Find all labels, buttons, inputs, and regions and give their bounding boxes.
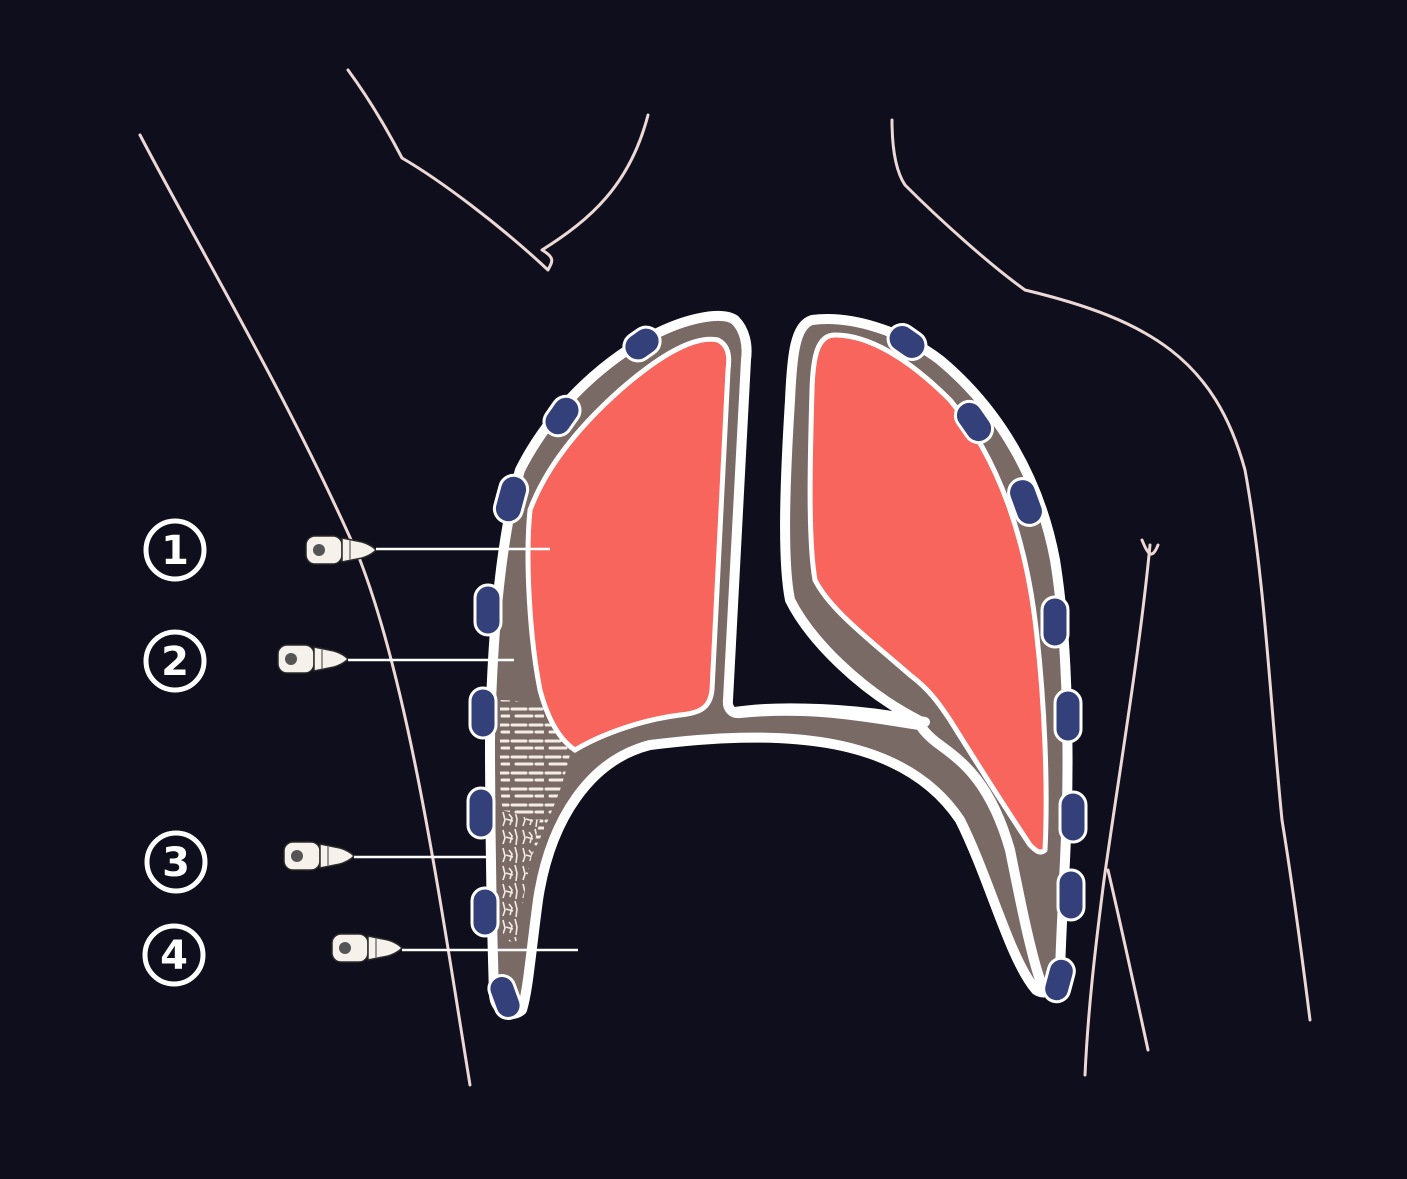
rib-cross-section — [468, 788, 494, 838]
marker-2: 2 — [146, 632, 204, 690]
ultrasound-probe-icon — [332, 934, 402, 962]
right-lung-region — [785, 319, 1067, 985]
rib-cross-section — [470, 688, 496, 738]
left-flank-outline — [140, 135, 470, 1085]
marker-3: 3 — [147, 833, 205, 891]
marker-1-number: 1 — [161, 528, 189, 574]
probe-2 — [278, 645, 514, 673]
rib-cross-section — [1055, 690, 1081, 742]
rib-cross-section — [1042, 597, 1068, 647]
ultrasound-probe-icon — [278, 645, 348, 673]
marker-4: 4 — [145, 926, 203, 984]
probe-3 — [284, 842, 490, 870]
probe-4 — [332, 934, 578, 962]
neck-collar-outline — [348, 70, 648, 270]
right-arm-inner-outline — [1085, 545, 1150, 1075]
rib-cross-section — [472, 888, 498, 936]
numbered-markers: 1 2 3 4 — [145, 521, 205, 984]
ultrasound-probe-icon — [306, 536, 376, 564]
rib-cross-section — [1060, 792, 1086, 842]
ultrasound-probe-icon — [284, 842, 354, 870]
marker-2-number: 2 — [161, 639, 189, 685]
marker-3-number: 3 — [162, 840, 190, 886]
rib-cross-section — [475, 585, 501, 635]
marker-1: 1 — [146, 521, 204, 579]
marker-4-number: 4 — [160, 933, 188, 979]
right-arm-crease-outline — [1108, 870, 1148, 1050]
rib-cross-section — [1058, 870, 1084, 920]
